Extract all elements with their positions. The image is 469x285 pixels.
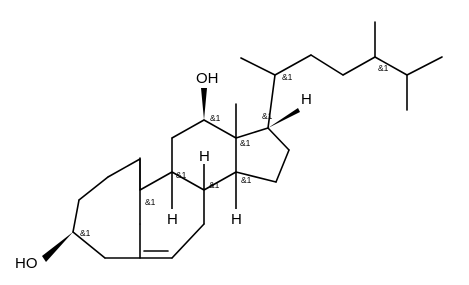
angular-methyls bbox=[139, 103, 237, 191]
ho-label-c3: HO bbox=[15, 255, 38, 272]
stereo-c24: &1 bbox=[378, 63, 389, 73]
h-stereo-bonds bbox=[42, 108, 300, 262]
stereo-c17: &1 bbox=[262, 111, 273, 121]
oh-top-bond bbox=[201, 88, 207, 120]
ring-c-bonds bbox=[171, 119, 237, 191]
ring-a-bonds bbox=[72, 158, 141, 259]
h-label-c14: H bbox=[231, 211, 242, 228]
oh-label-c12: OH bbox=[196, 70, 219, 87]
stereo-descriptors: &1 &1 &1 &1 &1 &1 &1 &1 &1 &1 bbox=[80, 63, 389, 238]
h-label-c17: H bbox=[301, 91, 312, 108]
stereo-c13: &1 bbox=[240, 138, 251, 148]
stereo-c14: &1 bbox=[241, 175, 252, 185]
h-label-c8: H bbox=[199, 148, 210, 165]
stereo-c8: &1 bbox=[209, 180, 220, 190]
ring-d-bonds bbox=[235, 127, 290, 183]
atom-labels: OH H H H H HO bbox=[14, 68, 314, 272]
side-chain-bonds bbox=[240, 21, 443, 129]
stereo-c10: &1 bbox=[145, 197, 156, 207]
stereo-c3: &1 bbox=[80, 228, 91, 238]
stereo-c12: &1 bbox=[210, 113, 221, 123]
stereo-c20: &1 bbox=[282, 72, 293, 82]
ring-b-bonds bbox=[139, 171, 205, 259]
stereo-c9: &1 bbox=[176, 170, 187, 180]
h-label-c9: H bbox=[167, 211, 178, 228]
